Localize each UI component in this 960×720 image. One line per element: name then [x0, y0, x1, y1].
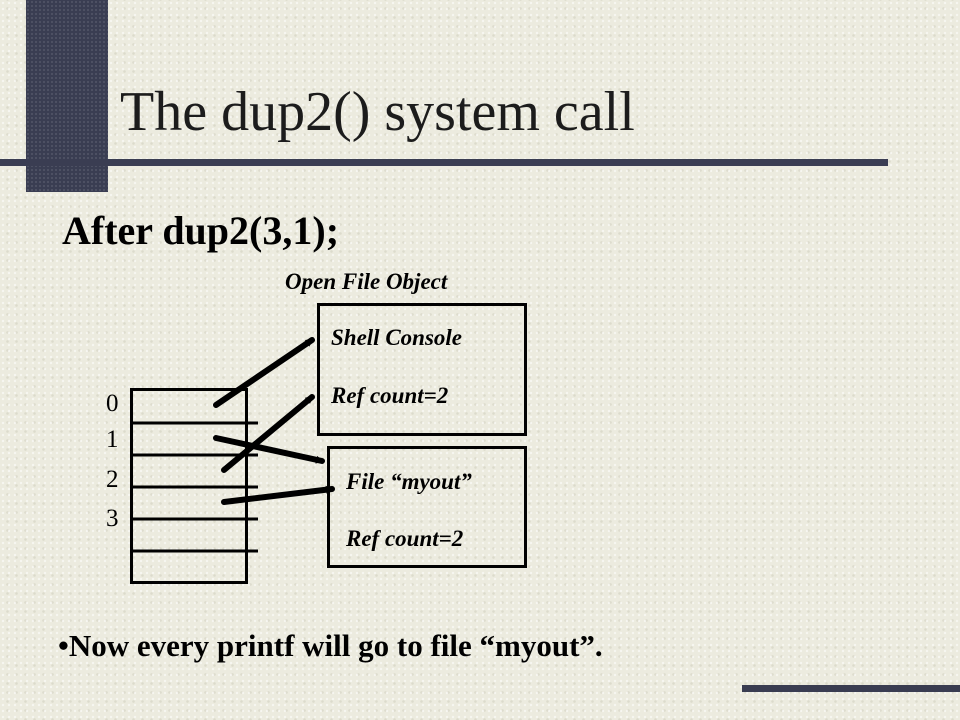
- bullet-point: •Now every printf will go to file “myout…: [58, 628, 603, 663]
- footer-rule: [742, 685, 960, 692]
- file-myout-name: File “myout”: [346, 469, 472, 494]
- arrow-fd0-to-shell-console: [213, 337, 315, 408]
- fd-index-3: 3: [106, 505, 119, 532]
- slide-title: The dup2() system call: [120, 81, 635, 143]
- arrow-fd3-to-file-myout: [221, 485, 335, 505]
- shell-console-name: Shell Console: [331, 325, 463, 350]
- arrow-fd1-to-file-myout: [213, 435, 325, 464]
- shell-console-box: [317, 303, 527, 436]
- file-myout-ref-count: Ref count=2: [346, 526, 464, 551]
- fd-index-1: 1: [106, 426, 119, 453]
- slide-subtitle: After dup2(3,1);: [62, 208, 340, 253]
- open-file-object-label: Open File Object: [285, 269, 448, 294]
- fd-index-2: 2: [106, 466, 119, 493]
- fd-index-0: 0: [106, 390, 119, 417]
- shell-console-ref-count: Ref count=2: [331, 383, 449, 408]
- arrow-fd2-to-shell-console: [221, 394, 315, 473]
- file-myout-box: [327, 446, 527, 568]
- fd-table-row-dividers: [130, 421, 258, 553]
- title-rule: [0, 159, 888, 166]
